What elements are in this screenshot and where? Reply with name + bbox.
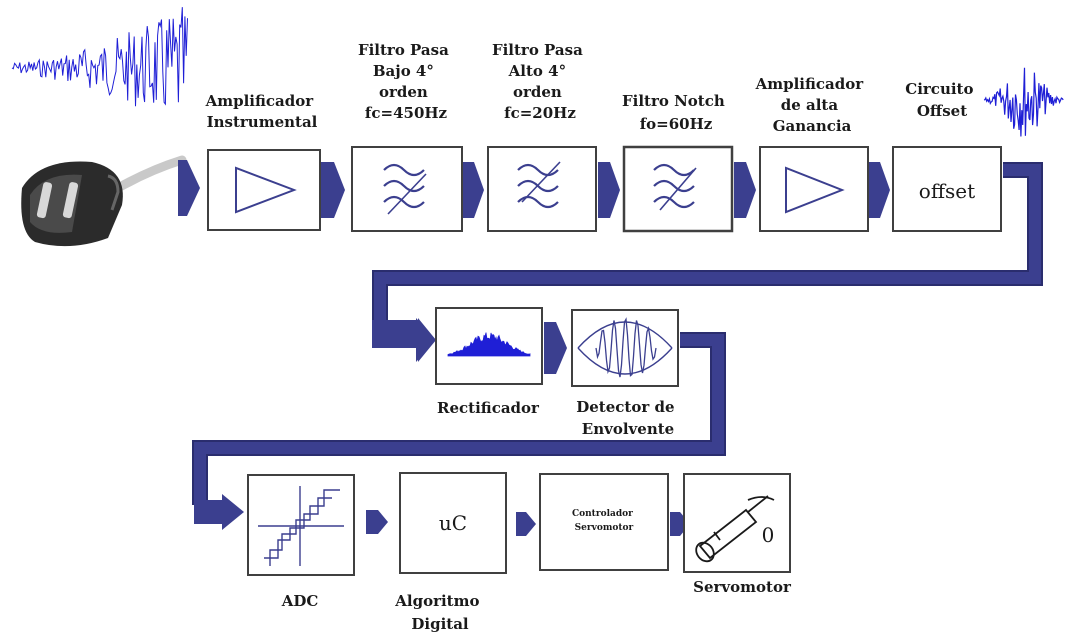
adc-block	[247, 474, 355, 576]
servo-controller-text: Controlador Servomotor	[572, 509, 636, 533]
arrows-row-1	[178, 160, 890, 218]
microcontroller-block: uC	[399, 472, 507, 574]
flow-arrow	[868, 162, 890, 218]
notch-filter-label: Filtro Notch fo=60Hz	[622, 92, 730, 133]
offset-circuit-block: offset	[892, 146, 1002, 232]
filter-waves-icon	[653, 163, 697, 211]
connector-envelope-to-adc	[192, 332, 726, 530]
amplifier-triangle-icon	[235, 166, 297, 214]
digital-algorithm-label: Algoritmo Digital	[394, 592, 484, 633]
highpass-filter-label: Filtro Pasa Alto 4° orden fc=20Hz	[492, 41, 588, 122]
offset-circuit-label: Circuito Offset	[905, 80, 978, 120]
filter-waves-icon	[517, 161, 561, 209]
flow-arrow	[462, 162, 484, 218]
emg-raw-signal-icon	[11, 7, 188, 107]
lowpass-filter-label: Filtro Pasa Bajo 4° orden fc=450Hz	[358, 41, 454, 122]
servomotor-block: 0	[683, 473, 791, 573]
flow-arrow	[366, 510, 388, 534]
instrumentation-amplifier-block	[207, 149, 321, 231]
envelope-detector-label: Detector de Envolvente	[576, 398, 679, 438]
servomotor-label: Servomotor	[693, 578, 792, 596]
adc-label: ADC	[281, 592, 319, 610]
filter-waves-icon	[383, 163, 427, 215]
flow-arrow	[178, 160, 200, 216]
connector-offset-to-rectifier	[372, 162, 1043, 362]
rectifier-block	[435, 307, 543, 385]
flow-arrow	[516, 512, 536, 536]
lowpass-filter-block	[351, 146, 463, 232]
servo-digit: 0	[762, 523, 775, 547]
rectifier-label: Rectificador	[437, 399, 540, 417]
uc-text: uC	[439, 511, 467, 535]
flow-arrow	[320, 162, 345, 218]
flow-arrow	[598, 162, 620, 218]
envelope-detector-block	[571, 309, 679, 387]
rectified-signal-icon	[447, 332, 531, 357]
servo-controller-block: Controlador Servomotor	[539, 473, 669, 571]
notch-filter-block	[622, 145, 734, 233]
envelope-signal-icon	[577, 317, 673, 378]
servomotor-icon	[695, 495, 775, 563]
adc-staircase-icon	[258, 486, 344, 566]
flow-arrow	[544, 322, 567, 374]
high-gain-amplifier-block	[759, 146, 869, 232]
offset-text: offset	[919, 179, 975, 203]
signal-burst-icon	[983, 67, 1064, 137]
instrumentation-amplifier-label: Amplificador Instrumental	[205, 92, 319, 131]
highpass-filter-block	[487, 146, 597, 232]
emg-electrode-icon	[21, 155, 187, 247]
amplifier-triangle-icon	[785, 166, 845, 214]
high-gain-amplifier-label: Amplificador de alta Ganancia	[755, 75, 869, 135]
flow-arrow	[734, 162, 756, 218]
